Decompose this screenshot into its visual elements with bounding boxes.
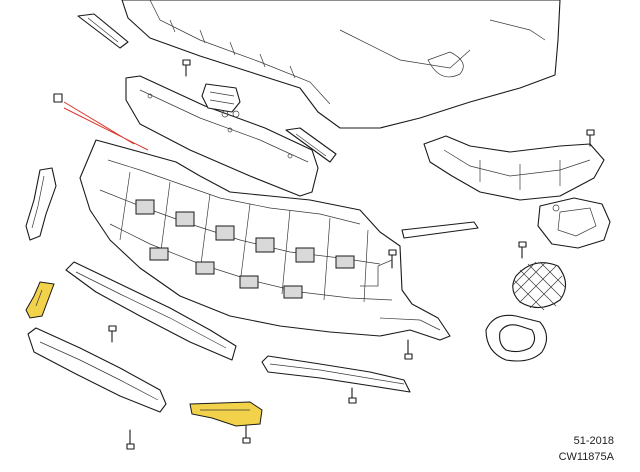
lower-air-deflector	[65, 261, 237, 361]
right-side-bracket	[423, 129, 605, 201]
undertray-screw-right	[388, 249, 397, 269]
right-trim-strip	[401, 221, 479, 239]
front-bumper-cover	[121, 0, 561, 129]
bracket-screw	[182, 59, 191, 77]
fog-lamp-bezel	[485, 314, 548, 362]
lower-screw-center	[126, 429, 135, 450]
lower-screw-right	[242, 425, 251, 444]
upper-center-bracket	[125, 75, 319, 197]
strip-screw	[348, 387, 357, 404]
right-upper-clip	[285, 127, 337, 163]
clip-assembly	[201, 83, 241, 118]
reference-code-1: 51-2018	[573, 435, 614, 447]
left-side-bracket-highlighted	[25, 281, 55, 319]
lower-screw-left	[108, 325, 117, 343]
callout-line	[63, 101, 149, 151]
lower-radiator-grille	[511, 261, 567, 311]
undertray	[79, 139, 451, 341]
lower-valance-strip	[27, 327, 167, 413]
undertray-screw-lower	[404, 339, 413, 360]
left-vertical-bracket	[25, 167, 57, 241]
fog-bracket-screw	[518, 241, 527, 259]
reference-code-2: CW11875A	[558, 451, 614, 463]
left-lower-bracket-highlighted	[189, 401, 263, 427]
locator-pin	[53, 93, 63, 103]
top-left-clip	[77, 13, 129, 49]
fog-lamp-bracket	[537, 197, 611, 249]
leader-lines	[360, 259, 393, 287]
right-lower-strip	[261, 355, 411, 393]
